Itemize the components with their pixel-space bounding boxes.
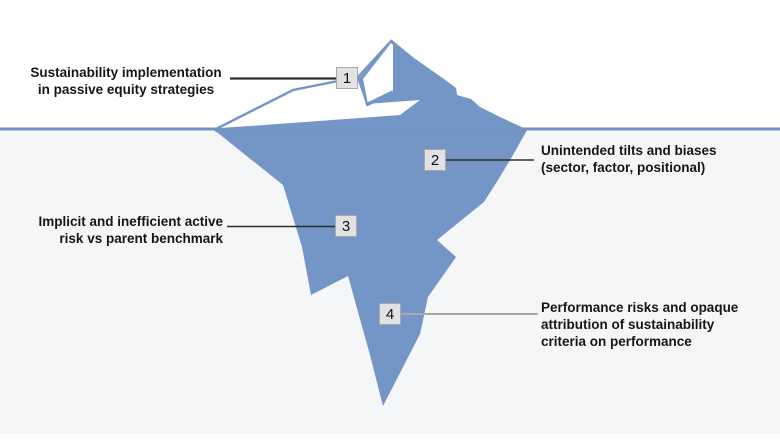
marker-box-3: 3 [335, 215, 357, 237]
marker-box-1: 1 [336, 67, 358, 89]
label-4-line-3: criteria on performance [541, 334, 692, 349]
iceberg-facet-edge [365, 90, 394, 107]
label-3: Implicit and inefficient active risk vs … [38, 213, 223, 247]
label-4-line-1: Performance risks and opaque [541, 300, 739, 315]
label-2-line-1: Unintended tilts and biases [541, 143, 717, 158]
label-1-line-2: in passive equity strategies [37, 82, 215, 97]
label-2-line-2: (sector, factor, positional) [541, 160, 706, 175]
marker-box-2: 2 [424, 149, 446, 171]
label-3-line-2: risk vs parent benchmark [59, 231, 223, 246]
label-4-line-2: attribution of sustainability [541, 317, 715, 332]
label-1: Sustainability implementation in passive… [6, 64, 246, 98]
iceberg-white-face [363, 43, 393, 104]
marker-box-4: 4 [379, 303, 401, 325]
label-2: Unintended tilts and biases (sector, fac… [541, 142, 717, 176]
iceberg-below-water [213, 130, 527, 406]
label-1-line-1: Sustainability implementation [30, 65, 222, 80]
label-3-line-1: Implicit and inefficient active [38, 214, 223, 229]
iceberg-white-wedge [219, 78, 420, 128]
label-4: Performance risks and opaque attribution… [541, 299, 738, 350]
iceberg-left-ridge [215, 39, 393, 131]
